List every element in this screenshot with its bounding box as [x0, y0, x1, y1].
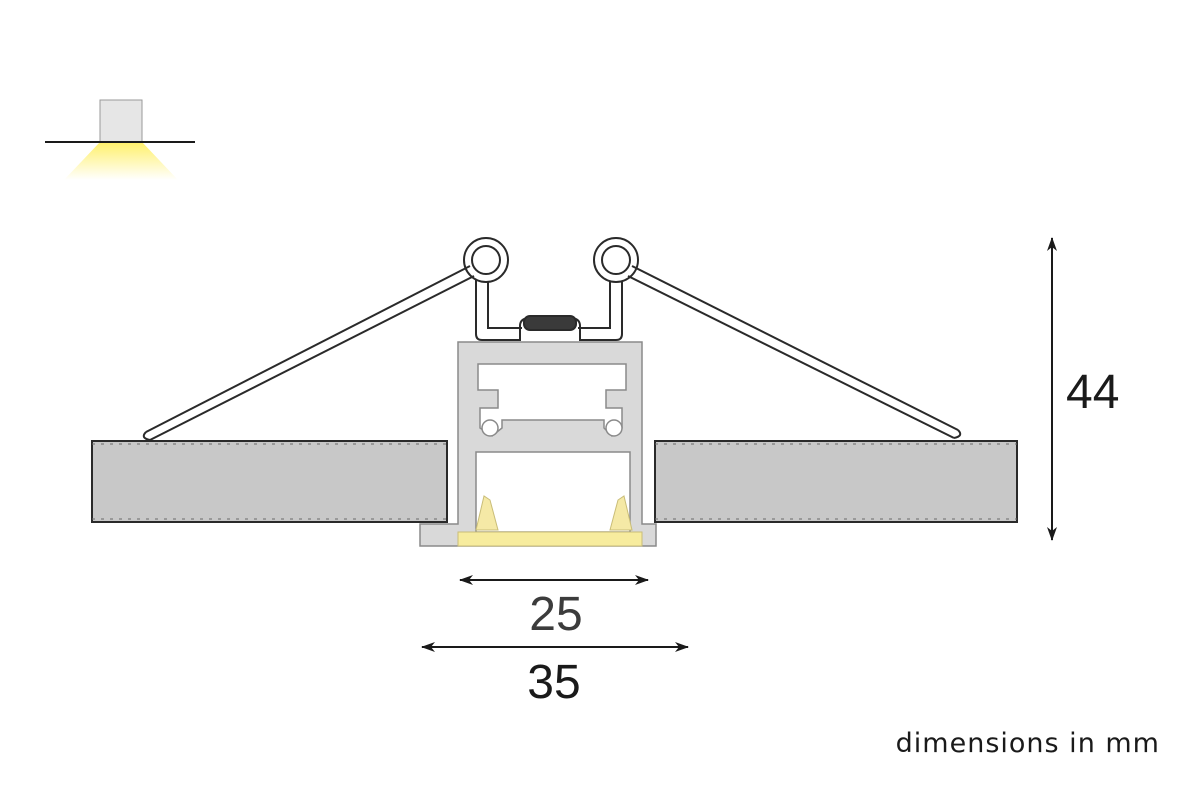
- height-value: 44: [1066, 366, 1119, 419]
- height-dimension: 44: [1047, 237, 1119, 541]
- ceiling-board-left: [91, 440, 448, 523]
- ceiling-board-right: [654, 440, 1018, 523]
- mounting-spring-clip: [142, 237, 962, 441]
- outer-width-dimension: 35: [421, 642, 689, 709]
- inner-width-value: 25: [529, 588, 582, 641]
- inner-width-dimension: 25: [459, 575, 649, 641]
- units-note: dimensions in mm: [895, 728, 1160, 759]
- recessed-ceiling-light-icon: [45, 99, 195, 180]
- outer-width-value: 35: [527, 656, 580, 709]
- aluminium-profile: [419, 341, 657, 547]
